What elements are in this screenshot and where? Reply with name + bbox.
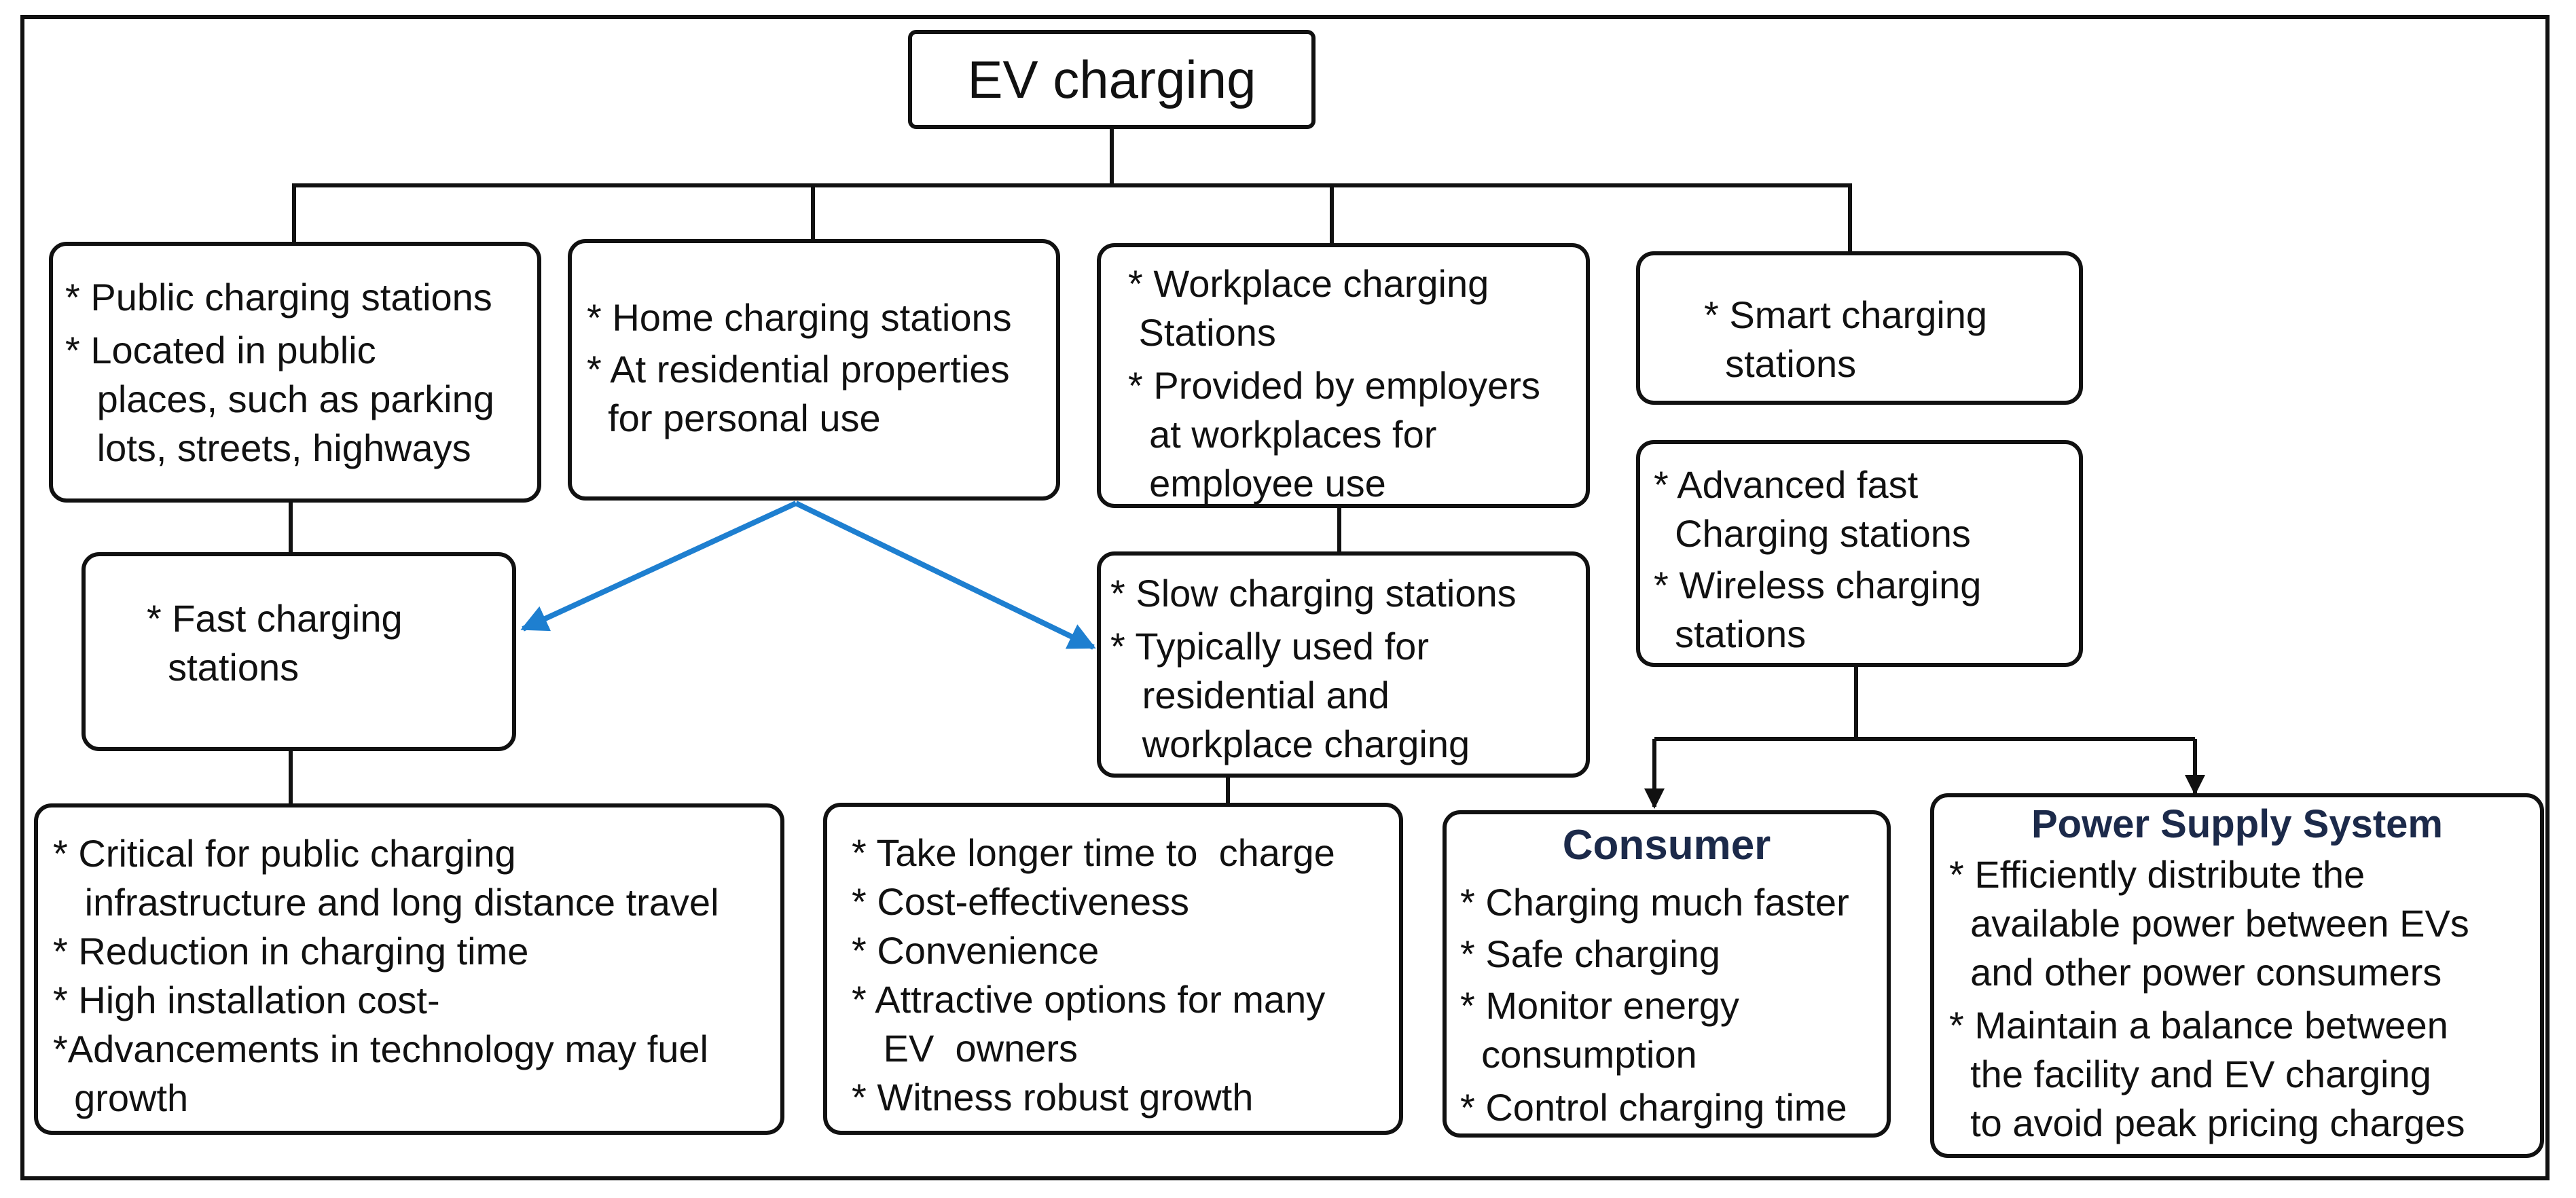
root-node-ev-charging: EV charging (908, 30, 1316, 129)
text-line: * Convenience (852, 929, 1100, 972)
consumer-box: Consumer * Charging much faster * Safe c… (1443, 810, 1891, 1138)
workplace-charging-box: * Workplace charging Stations * Provided… (1097, 243, 1590, 508)
text-line: * Located in public (65, 329, 376, 371)
text-line: to avoid peak pricing charges (1949, 1102, 2465, 1144)
text-line: * Slow charging stations (1110, 572, 1517, 615)
text-line: stations (1654, 613, 1807, 655)
text-line: consumption (1460, 1033, 1697, 1076)
text-line: * Cost-effectiveness (852, 880, 1189, 923)
blue-arrow-to-slow (795, 501, 1096, 650)
fast-charging-details-box: * Critical for public charging infrastru… (34, 803, 784, 1135)
text-line: available power between EVs (1949, 902, 2469, 945)
text-line: at workplaces for (1128, 413, 1437, 456)
text-line: stations (1704, 342, 1857, 385)
public-charging-box: * Public charging stations * Located in … (49, 242, 541, 503)
text-line: * Home charging stations (587, 296, 1012, 339)
text-line: * Fast charging (147, 597, 403, 640)
text-line: and other power consumers (1949, 951, 2442, 994)
power-supply-title: Power Supply System (2031, 802, 2443, 846)
text-line: * Wireless charging (1654, 564, 1982, 606)
text-line: * Efficiently distribute the (1949, 853, 2365, 896)
text-line: * Provided by employers (1128, 364, 1540, 407)
home-charging-box: * Home charging stations * At residentia… (568, 239, 1060, 501)
text-line: Stations (1128, 311, 1276, 354)
text-line: * Advanced fast (1654, 463, 1919, 506)
text-line: * Witness robust growth (852, 1076, 1254, 1119)
text-line: places, such as parking (65, 378, 494, 420)
slow-charging-box: * Slow charging stations * Typically use… (1097, 551, 1590, 778)
power-supply-box: Power Supply System * Efficiently distri… (1930, 793, 2544, 1158)
text-line: * Maintain a balance between (1949, 1004, 2448, 1047)
text-line: growth (53, 1076, 189, 1119)
text-line: residential and (1110, 674, 1390, 716)
text-line: * Typically used for (1110, 625, 1429, 668)
text-line: * Charging much faster (1460, 881, 1849, 924)
text-line: *Advancements in technology may fuel (53, 1028, 708, 1070)
text-line: * Reduction in charging time (53, 930, 529, 973)
text-line: stations (147, 646, 300, 689)
text-line: infrastructure and long distance travel (53, 881, 719, 924)
slow-charging-details-box: * Take longer time to charge * Cost-effe… (823, 803, 1403, 1135)
text-line: * Smart charging (1704, 293, 1988, 336)
text-line: * Take longer time to charge (852, 831, 1335, 874)
text-line: * High installation cost- (53, 979, 440, 1021)
text-line: * Workplace charging (1128, 262, 1489, 305)
text-line: Charging stations (1654, 512, 1971, 555)
text-line: lots, streets, highways (65, 426, 471, 469)
diagram-frame (20, 15, 2550, 1180)
text-line: * Monitor energy (1460, 984, 1739, 1027)
advanced-charging-box: * Advanced fast Charging stations * Wire… (1636, 440, 2083, 667)
text-line: employee use (1128, 462, 1386, 505)
smart-charging-box: * Smart charging stations (1636, 251, 2083, 405)
text-line: * Critical for public charging (53, 832, 516, 875)
text-line: for personal use (587, 397, 881, 439)
text-line: * Safe charging (1460, 932, 1720, 975)
text-line: workplace charging (1110, 723, 1470, 765)
fast-charging-box: * Fast charging stations (81, 552, 516, 751)
text-line: EV owners (852, 1027, 1078, 1070)
text-line: * At residential properties (587, 348, 1010, 391)
text-line: * Attractive options for many (852, 978, 1326, 1021)
root-label: EV charging (967, 49, 1256, 109)
text-line: * Control charging time (1460, 1086, 1847, 1129)
text-line: * Public charging stations (65, 276, 492, 319)
blue-arrow-to-fast (520, 501, 797, 632)
text-line: the facility and EV charging (1949, 1053, 2431, 1095)
consumer-title: Consumer (1562, 822, 1771, 869)
